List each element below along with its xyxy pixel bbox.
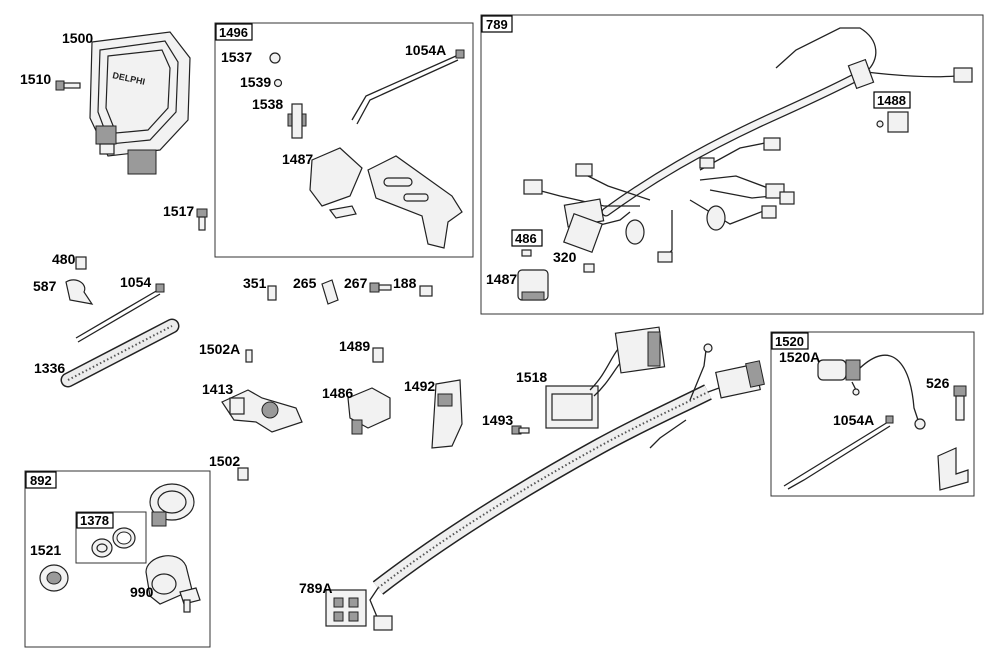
group-tag-789: 789: [486, 17, 508, 32]
label-587: 587: [33, 278, 57, 294]
label-1520A: 1520A: [779, 349, 820, 365]
connector-1488: 1488: [873, 91, 911, 133]
label-320: 320: [553, 249, 577, 265]
screw-351: [267, 285, 277, 301]
group-frame-1520: [770, 331, 975, 497]
label-1489: 1489: [339, 338, 370, 354]
label-267: 267: [344, 275, 368, 291]
label-526: 526: [926, 375, 950, 391]
clip-587: [65, 279, 94, 305]
label-1054A-right: 1054A: [833, 412, 874, 428]
label-1486: 1486: [322, 385, 353, 401]
screw-1489: [372, 347, 384, 363]
group-frame-1378: [75, 511, 147, 564]
label-1510: 1510: [20, 71, 51, 87]
label-1500: 1500: [62, 30, 93, 46]
switch-892: [149, 483, 195, 527]
clip-486: 486: [511, 229, 543, 257]
module-1518: [545, 326, 666, 429]
screw-480: [75, 256, 87, 270]
screw-1502A: [245, 349, 253, 363]
main-harness-789: [523, 27, 973, 263]
screw-1493: [511, 425, 530, 435]
group-frame-789: [480, 14, 984, 315]
label-1538: 1538: [252, 96, 283, 112]
sensor-1413: [221, 389, 303, 433]
conduit-1336: [60, 318, 180, 388]
screw-1510: [55, 80, 81, 91]
label-351: 351: [243, 275, 267, 291]
group-tag-1378: 1378: [80, 513, 109, 528]
label-1502: 1502: [209, 453, 240, 469]
bezel-1521: [39, 564, 69, 592]
label-1413: 1413: [202, 381, 233, 397]
group-tag-486: 486: [515, 231, 537, 246]
label-1492: 1492: [404, 378, 435, 394]
grommet-1538: [287, 103, 307, 139]
label-1054A-top: 1054A: [405, 42, 446, 58]
label-1502A: 1502A: [199, 341, 240, 357]
group-tag-892: 892: [30, 473, 52, 488]
label-1493: 1493: [482, 412, 513, 428]
label-990: 990: [130, 584, 154, 600]
label-1487-mid: 1487: [486, 271, 517, 287]
cable-tie-1054A-top: [351, 49, 465, 125]
bracket-1520: [937, 447, 969, 491]
screw-1502: [237, 467, 249, 481]
label-1518: 1518: [516, 369, 547, 385]
sensor-1486: [347, 387, 391, 435]
sensor-1520A: [817, 354, 926, 430]
nut-1537: [269, 52, 281, 64]
screw-188: [419, 285, 433, 297]
clip-265: [321, 279, 339, 305]
cable-tie-1054A-right: [783, 415, 894, 490]
label-1054: 1054: [120, 274, 151, 290]
ignition-990: [145, 555, 201, 613]
bolt-526: [953, 385, 967, 421]
group-tag-1488: 1488: [877, 93, 906, 108]
label-1336: 1336: [34, 360, 65, 376]
label-789A: 789A: [299, 580, 332, 596]
bracket-1487-top: [309, 147, 463, 249]
nut-1378: [91, 527, 136, 558]
cable-tie-1054: [75, 283, 165, 343]
label-188: 188: [393, 275, 417, 291]
group-frame-892: [24, 470, 211, 648]
label-480: 480: [52, 251, 76, 267]
label-1537: 1537: [221, 49, 252, 65]
harness-789A: [325, 343, 765, 631]
screw-1517: [196, 208, 208, 231]
label-265: 265: [293, 275, 317, 291]
label-1487-top: 1487: [282, 151, 313, 167]
washer-1539: [273, 78, 283, 88]
label-1521: 1521: [30, 542, 61, 558]
ecu-module: DELPHI: [89, 31, 191, 175]
connector-1487-mid: [517, 269, 549, 301]
bolt-267: [369, 282, 392, 293]
group-tag-1496: 1496: [219, 25, 248, 40]
group-frame-1496: [214, 22, 474, 258]
sensor-1492: [431, 379, 463, 449]
terminal-320: [583, 263, 595, 273]
group-tag-1520: 1520: [775, 334, 804, 349]
label-1517: 1517: [163, 203, 194, 219]
label-1539: 1539: [240, 74, 271, 90]
